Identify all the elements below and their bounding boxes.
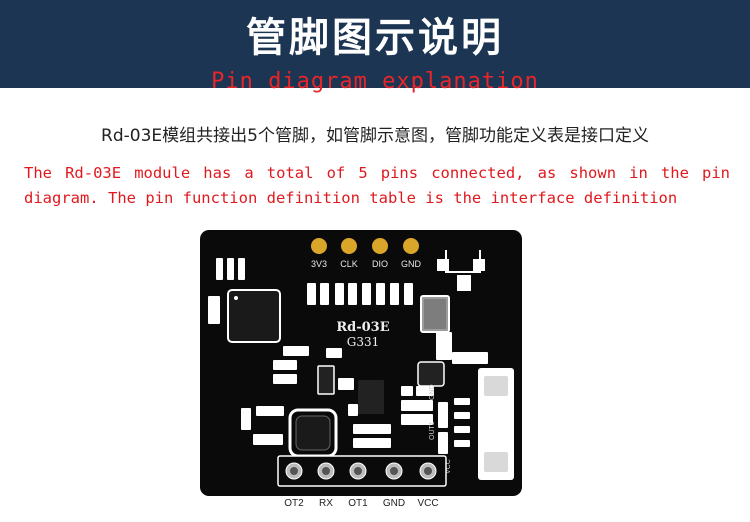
bottom-pin-holes [285, 462, 437, 480]
svg-text:OUT1: OUT1 [429, 421, 436, 440]
side-pin-labels: VCC GND OUT1 [429, 384, 452, 474]
smd-components [208, 258, 488, 454]
page-subtitle: Pin diagram explanation [211, 69, 539, 94]
svg-text:GND: GND [429, 384, 436, 400]
regulator-chip [358, 380, 384, 414]
bottom-pin-label-ot2: OT2 [284, 498, 304, 509]
bottom-pin-label-ot1: OT1 [348, 498, 368, 509]
bottom-pin-label-vcc: VCC [417, 498, 439, 509]
module-board-diagram: 3V3 CLK DIO GND [200, 230, 522, 496]
top-pin-label: GND [401, 259, 422, 269]
top-pin-label: CLK [340, 259, 358, 269]
top-pin-label: DIO [372, 259, 388, 269]
description-chinese: Rd-03E模组共接出5个管脚，如管脚示意图，管脚功能定义表是接口定义 [101, 126, 649, 146]
top-gold-pads [311, 238, 419, 254]
header-banner [0, 0, 750, 88]
transistor [317, 365, 335, 395]
board-model-label: Rd-03E [336, 320, 389, 335]
description-english: The Rd-03E module has a total of 5 pins … [24, 164, 730, 207]
bottom-pin-label-rx: RX [319, 498, 333, 509]
page-title: 管脚图示说明 [246, 15, 504, 61]
board-version-label: G331 [347, 335, 380, 349]
bottom-pin-label-gnd: GND [382, 498, 406, 509]
main-ic-chip [227, 289, 281, 343]
svg-text:VCC: VCC [445, 459, 452, 474]
top-pin-label: 3V3 [311, 259, 327, 269]
small-ic [417, 361, 445, 387]
side-pads [454, 398, 470, 447]
pcb-traces [437, 250, 485, 291]
capacitor [436, 332, 452, 360]
